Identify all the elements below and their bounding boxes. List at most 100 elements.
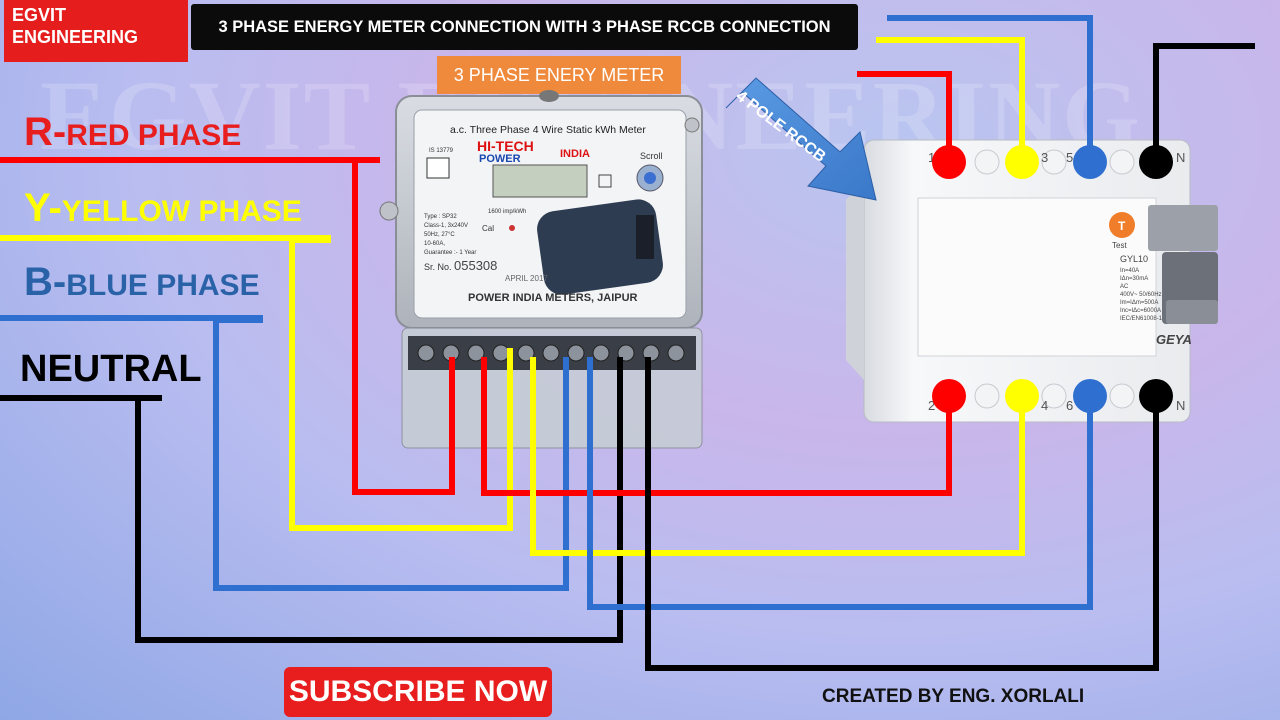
meter-indicator-icon: [598, 174, 612, 188]
meter-spec-line: 50Hz, 27°C: [424, 232, 455, 238]
rccb-top-terminal-dot: [1139, 145, 1173, 179]
yellow-phase-prefix: Y-: [24, 186, 62, 230]
yellow-phase-label: Y-YELLOW PHASE: [24, 186, 302, 231]
rccb-terminal-holes: [974, 149, 1135, 409]
meter-brand-country: INDIA: [560, 148, 590, 160]
diagram-title: 3 PHASE ENERGY METER CONNECTION WITH 3 P…: [191, 4, 858, 50]
red-load-wire: [481, 357, 952, 496]
meter-spec-line: 10-60A,: [424, 241, 445, 247]
meter-cal-label: Cal: [482, 224, 494, 233]
rccb-spec-line: Im=IΔm=500A: [1120, 300, 1158, 306]
yellow-supply-wire: [0, 235, 513, 531]
rccb-top-terminal-dot: [1073, 145, 1107, 179]
meter-hanger: [539, 90, 559, 102]
rccb-test-button[interactable]: [1109, 212, 1135, 238]
red-supply-wire: [0, 157, 455, 495]
rccb-bottom-terminal-dot: [932, 379, 966, 413]
blue-phase-text: BLUE PHASE: [66, 269, 260, 302]
rccb-spec-line: Inc=IΔc=6000A: [1120, 308, 1161, 314]
terminal-screw-icon: [567, 344, 585, 362]
energy-meter: a.c. Three Phase 4 Wire Static kWh Meter…: [379, 90, 703, 449]
meter-brand-top: HI-TECH: [477, 138, 534, 154]
meter-left-screw: [379, 201, 399, 221]
meter-pulse-rate: 1600 imp/kWh: [488, 209, 526, 215]
yellow-output-wire: [876, 37, 1025, 162]
rccb-spec-line: AC: [1120, 284, 1129, 290]
blue-phase-prefix: B-: [24, 260, 67, 304]
red-phase-label: R-RED PHASE: [24, 110, 241, 155]
rccb-top-terminal-number: N: [1176, 150, 1185, 165]
rccb-side-face: [846, 180, 864, 380]
rccb-empty-terminal-icon: [1109, 383, 1135, 409]
rccb-bottom-terminal-number: 2: [928, 398, 935, 413]
rccb-bottom-terminal-dot: [1073, 379, 1107, 413]
meter-lcd-display: [492, 164, 588, 198]
red-phase-prefix: R-: [24, 110, 67, 154]
scroll-button-icon: [644, 172, 656, 184]
wiring-group: [0, 15, 1255, 671]
terminal-screw-icon: [542, 344, 560, 362]
neutral-label: NEUTRAL: [20, 348, 202, 390]
meter-standard: IS 13779: [429, 148, 454, 154]
rccb-top-terminal-dot: [932, 145, 966, 179]
energy-meter-label: 3 PHASE ENERY METER: [437, 56, 681, 94]
brand-badge: EGVIT ENGINEERING: [4, 0, 188, 62]
meter-mfg-date: APRIL 2017: [505, 274, 548, 283]
rccb-pointer-arrow: 4 POLE RCCB: [725, 77, 877, 201]
blue-output-wire: [887, 15, 1093, 162]
terminal-screw-icon: [592, 344, 610, 362]
neutral-load-wire: [645, 357, 1159, 671]
yellow-phase-text: YELLOW PHASE: [61, 195, 302, 228]
rccb-bottom-terminal-number: 6: [1066, 398, 1073, 413]
rccb-top-terminal-number: 1: [928, 150, 935, 165]
yellow-load-wire: [530, 357, 1025, 556]
rccb-empty-terminal-icon: [1041, 149, 1067, 175]
terminal-screw-icon: [492, 344, 510, 362]
subscribe-button[interactable]: SUBSCRIBE NOW: [284, 667, 552, 717]
rccb-spec-line: In=40A: [1120, 268, 1139, 274]
meter-spec-line: Guarantee :- 1 Year: [424, 250, 476, 256]
rccb-lever-housing: [1148, 205, 1218, 251]
rccb-test-button-label: T: [1118, 219, 1126, 233]
meter-sr-value: 055308: [454, 258, 497, 273]
cal-led-icon: [509, 225, 515, 231]
rccb-top-terminal-number: 5: [1066, 150, 1073, 165]
blue-load-wire: [587, 357, 1093, 610]
meter-scroll-label: Scroll: [640, 151, 663, 161]
meter-maker: POWER INDIA METERS, JAIPUR: [468, 292, 638, 304]
terminal-screw-icon: [467, 344, 485, 362]
meter-spec-line: Type : SP32: [424, 214, 457, 220]
meter-brand-bottom: POWER: [479, 153, 521, 165]
rccb-top-terminal-dot: [1005, 145, 1039, 179]
rccb-bottom-terminal-number: N: [1176, 398, 1185, 413]
meter-spec-line: Class-1, 3x240V: [424, 223, 468, 229]
rccb-test-label: Test: [1112, 241, 1127, 250]
meter-right-screw: [684, 117, 700, 133]
creator-credit: CREATED BY ENG. XORLALI: [822, 686, 1085, 707]
rccb-spec-line: IΔn=30mA: [1120, 276, 1148, 282]
red-output-wire: [857, 71, 952, 162]
rccb-model: GYL10: [1120, 254, 1148, 264]
rccb-spec-line: IEC/EN61008-1: [1120, 316, 1163, 322]
rccb-empty-terminal-icon: [974, 383, 1000, 409]
optical-port-icon: [537, 199, 663, 295]
blue-supply-wire: [0, 315, 569, 591]
arrow-icon: [725, 77, 877, 201]
terminal-dot-group: [932, 145, 1173, 413]
terminal-screw-icon: [417, 344, 435, 362]
rccb-bottom-terminal-dot: [1139, 379, 1173, 413]
terminal-screw-icon: [667, 344, 685, 362]
meter-heading: a.c. Three Phase 4 Wire Static kWh Meter: [450, 124, 646, 136]
rccb-empty-terminal-icon: [1041, 383, 1067, 409]
rccb-empty-terminal-icon: [1109, 149, 1135, 175]
rccb-lever-grip: [1166, 300, 1218, 324]
rccb-bottom-terminal-number: 4: [1041, 398, 1048, 413]
rccb-empty-terminal-icon: [974, 149, 1000, 175]
rccb-bottom-terminal-dot: [1005, 379, 1039, 413]
